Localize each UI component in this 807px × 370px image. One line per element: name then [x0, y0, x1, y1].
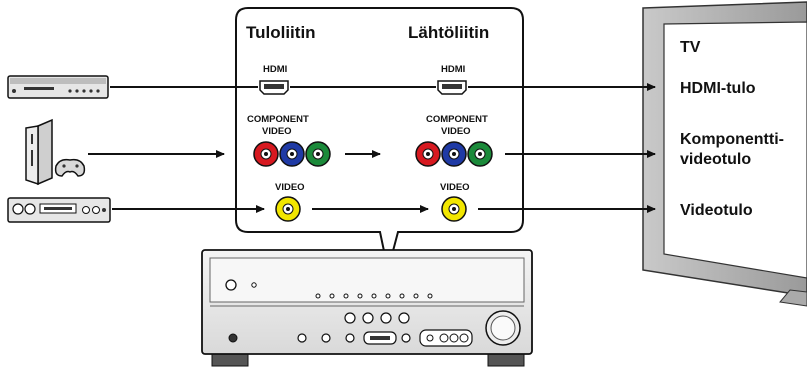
- component-output-jacks-icon: [415, 141, 493, 167]
- component-input-label-2: videotulo: [680, 151, 751, 168]
- hdmi-input-port-icon: [258, 79, 290, 95]
- component-out-label-1: COMPONENT: [426, 114, 488, 125]
- component-input-label-1: Komponentti-: [680, 131, 784, 148]
- hdmi-output-port-icon: [436, 79, 468, 95]
- video-output-jack-icon: [441, 196, 467, 222]
- video-input-jack-icon: [275, 196, 301, 222]
- input-connector-title: Tuloliitin: [246, 23, 316, 42]
- connector-panel: [235, 7, 524, 271]
- component-input-jacks-icon: [253, 141, 331, 167]
- hdmi-in-label: HDMI: [263, 64, 287, 75]
- output-connector-title: Lähtöliitin: [408, 23, 489, 42]
- game-console-icon: [25, 118, 86, 186]
- component-in-label-2: VIDEO: [262, 126, 292, 137]
- video-input-label: Videotulo: [680, 202, 753, 219]
- tv-label: TV: [680, 39, 701, 56]
- tv-icon: [642, 1, 807, 307]
- av-receiver-icon: [201, 249, 533, 367]
- vcr-icon: [7, 197, 111, 223]
- video-in-label: VIDEO: [275, 182, 305, 193]
- hdmi-input-label: HDMI-tulo: [680, 80, 756, 97]
- bd-player-icon: [7, 75, 109, 99]
- hdmi-out-label: HDMI: [441, 64, 465, 75]
- component-in-label-1: COMPONENT: [247, 114, 309, 125]
- component-out-label-2: VIDEO: [441, 126, 471, 137]
- video-out-label: VIDEO: [440, 182, 470, 193]
